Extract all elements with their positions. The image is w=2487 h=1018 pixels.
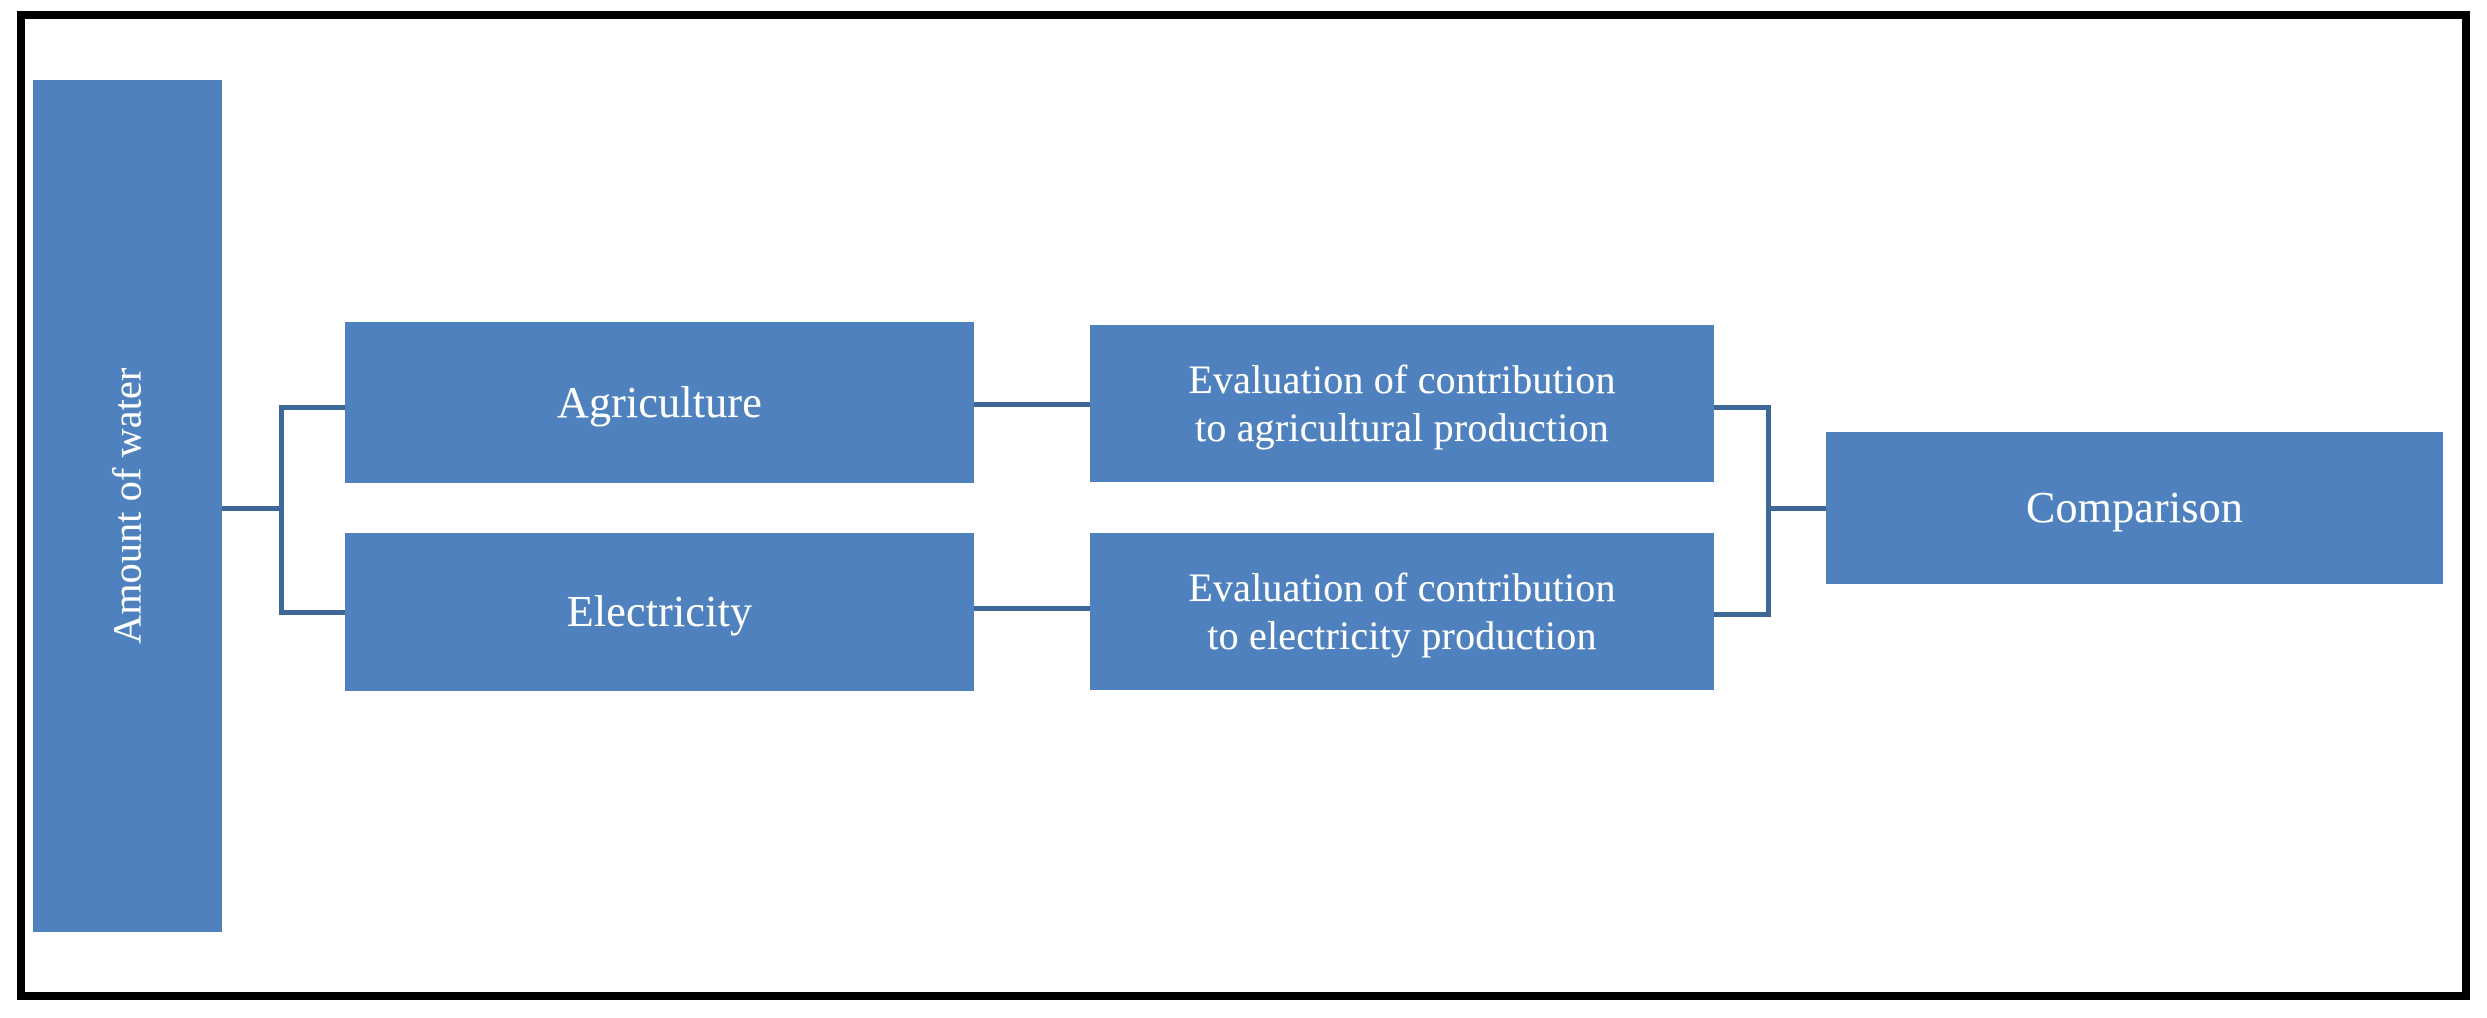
node-evaluation-electricity-production-label: Evaluation of contribution to electricit… <box>1188 564 1615 658</box>
node-comparison[interactable]: Comparison <box>1826 432 2443 584</box>
node-evaluation-agricultural-production-line-1: Evaluation of contribution <box>1188 357 1616 403</box>
node-evaluation-electricity-production-line-1: Evaluation of contribution <box>1188 565 1616 611</box>
node-evaluation-agricultural-production-line-2: to agricultural production <box>1195 404 1609 450</box>
connector-right-bracket-spine <box>1766 405 1771 617</box>
node-evaluation-electricity-production-line-2: to electricity production <box>1207 612 1597 658</box>
node-comparison-label: Comparison <box>2025 483 2244 533</box>
node-evaluation-electricity-production[interactable]: Evaluation of contribution to electricit… <box>1090 533 1714 690</box>
node-evaluation-agricultural-production[interactable]: Evaluation of contribution to agricultur… <box>1090 325 1714 482</box>
node-electricity-label: Electricity <box>566 587 753 637</box>
node-amount-of-water-label: Amount of water <box>104 367 150 645</box>
connector-left-bracket-bottom-arm <box>279 610 347 615</box>
node-agriculture[interactable]: Agriculture <box>345 322 974 483</box>
connector-source-stub <box>222 506 282 511</box>
connector-bracket-to-comparison <box>1766 506 1828 511</box>
node-evaluation-agricultural-production-label: Evaluation of contribution to agricultur… <box>1188 356 1615 450</box>
connector-left-bracket-top-arm <box>279 405 347 410</box>
connector-right-bracket-bottom-arm <box>1714 612 1771 617</box>
connector-agriculture-to-evaluation <box>972 402 1092 407</box>
connector-left-bracket-spine <box>279 405 284 615</box>
connector-right-bracket-top-arm <box>1714 405 1771 410</box>
node-amount-of-water[interactable]: Amount of water <box>33 80 222 932</box>
connector-electricity-to-evaluation <box>972 606 1092 611</box>
node-agriculture-label: Agriculture <box>556 377 762 427</box>
node-electricity[interactable]: Electricity <box>345 533 974 691</box>
